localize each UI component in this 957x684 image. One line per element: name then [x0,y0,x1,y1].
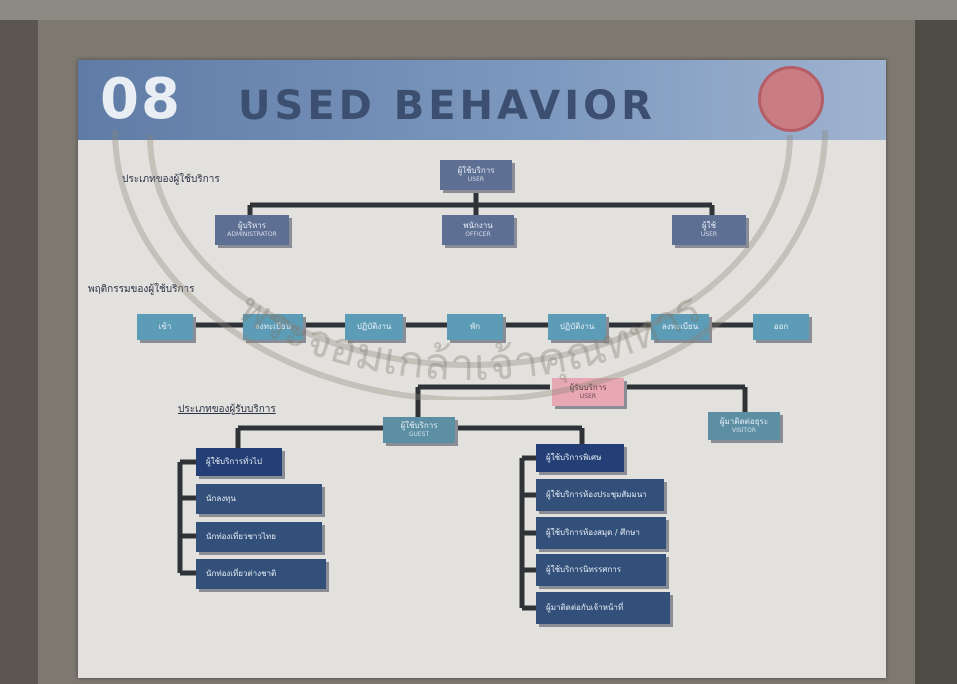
group-head-label: ผู้ใช้บริการทั่วไป [206,457,262,467]
node-guest: ผู้ใช้บริการ GUEST [383,417,455,443]
group-head-label: ผู้ใช้บริการพิเศษ [546,453,601,463]
node-sublabel: USER [701,231,717,239]
node-label: พนักงาน [463,221,492,231]
step-box: ลงทะเบียน [243,314,303,340]
step-box: ลงทะเบียน [651,314,709,340]
node-label: ผู้ใช้บริการ [457,166,494,176]
node-label: ผู้รับบริการ [569,383,606,393]
node-root-user: ผู้รับบริการ USER [552,378,624,406]
node-sublabel: ADMINISTRATOR [227,231,277,239]
node-label: ผู้ใช้ [702,221,716,231]
node-sublabel: VISITOR [732,427,756,435]
group-item: นักท่องเที่ยวต่างชาติ [196,559,326,589]
heading-customer-types: ประเภทของผู้รับบริการ [178,402,276,417]
node-sublabel: OFFICER [465,231,491,239]
heading-user-types: ประเภทของผู้ใช้บริการ [122,172,220,187]
group-item: ผู้ใช้บริการนิทรรศการ [536,554,666,586]
step-box: ปฏิบัติงาน [548,314,606,340]
node-sublabel: GUEST [409,431,429,439]
step-label: เข้า [159,322,172,332]
node-label: ผู้ใช้บริการ [400,421,437,431]
step-box: ปฏิบัติงาน [345,314,403,340]
step-label: พัก [470,322,480,332]
step-label: ลงทะเบียน [255,322,291,332]
node-label: ผู้บริหาร [238,221,266,231]
group-head-special: ผู้ใช้บริการพิเศษ [536,444,624,472]
node-user: ผู้ใช้ USER [672,215,746,245]
group-item-label: นักท่องเที่ยวต่างชาติ [206,569,276,579]
node-sublabel: USER [580,393,596,401]
group-head-general: ผู้ใช้บริการทั่วไป [196,448,282,476]
node-visitor: ผู้มาติดต่อธุระ VISITOR [708,412,780,440]
heading-user-behavior: พฤติกรรมของผู้ใช้บริการ [88,282,195,297]
step-box: เข้า [137,314,193,340]
step-label: ออก [774,322,788,332]
group-item: นักท่องเที่ยวชาวไทย [196,522,322,552]
group-item-label: นักลงทุน [206,494,236,504]
node-administrator: ผู้บริหาร ADMINISTRATOR [215,215,289,245]
step-box: พัก [447,314,503,340]
step-label: ลงทะเบียน [662,322,698,332]
node-user-top: ผู้ใช้บริการ USER [440,160,512,190]
node-officer: พนักงาน OFFICER [442,215,514,245]
group-item: ผู้มาติดต่อกับเจ้าหน้าที่ [536,592,670,624]
step-label: ปฏิบัติงาน [560,322,595,332]
step-box: ออก [753,314,809,340]
node-sublabel: USER [468,176,484,184]
group-item: ผู้ใช้บริการห้องประชุมสัมมนา [536,479,664,511]
group-item: นักลงทุน [196,484,322,514]
step-label: ปฏิบัติงาน [357,322,392,332]
node-label: ผู้มาติดต่อธุระ [720,417,768,427]
group-item-label: ผู้มาติดต่อกับเจ้าหน้าที่ [546,603,623,613]
group-item-label: ผู้ใช้บริการห้องสมุด / ศึกษา [546,528,640,538]
group-item: ผู้ใช้บริการห้องสมุด / ศึกษา [536,517,666,549]
group-item-label: ผู้ใช้บริการนิทรรศการ [546,565,621,575]
group-item-label: ผู้ใช้บริการห้องประชุมสัมมนา [546,490,647,500]
group-item-label: นักท่องเที่ยวชาวไทย [206,532,276,542]
